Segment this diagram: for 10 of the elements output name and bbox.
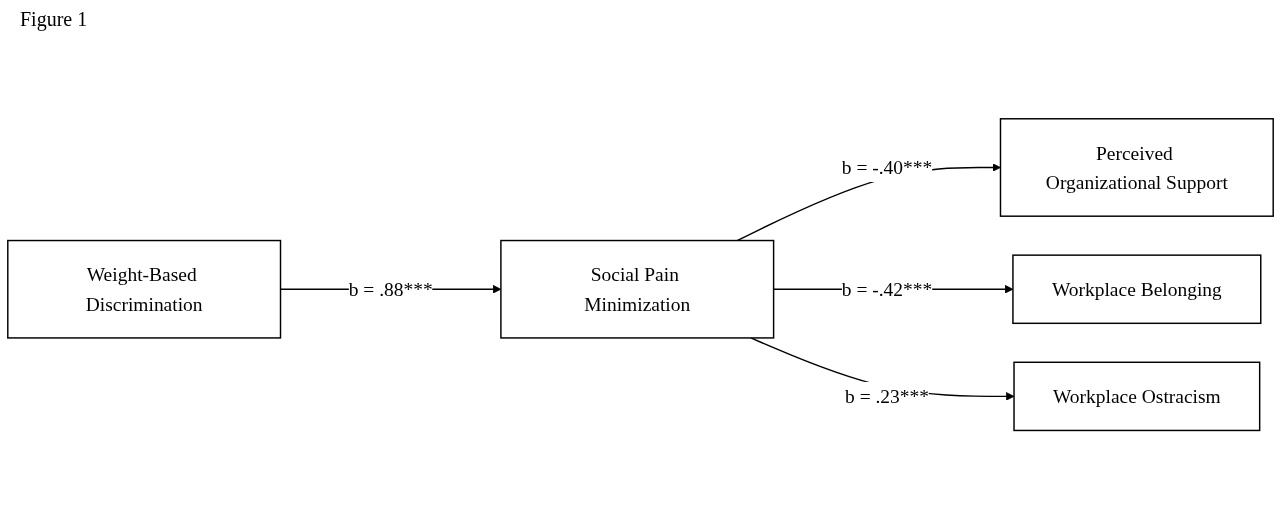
figure-title: Figure 1 <box>20 8 88 31</box>
node-box: Social Pain Minimization <box>500 240 775 340</box>
edge-label: b = -.40*** <box>841 157 933 179</box>
node-box: Workplace Ostracism <box>1013 361 1261 432</box>
edge-label: b = .88*** <box>348 278 433 301</box>
node-box: Workplace Belonging <box>1012 254 1262 325</box>
edge-label: b = .23*** <box>845 386 930 408</box>
node-box: Perceived Organizational Support <box>999 118 1274 218</box>
edge-label: b = -.42*** <box>841 278 933 301</box>
node-box: Weight-Based Discrimination <box>7 240 282 340</box>
